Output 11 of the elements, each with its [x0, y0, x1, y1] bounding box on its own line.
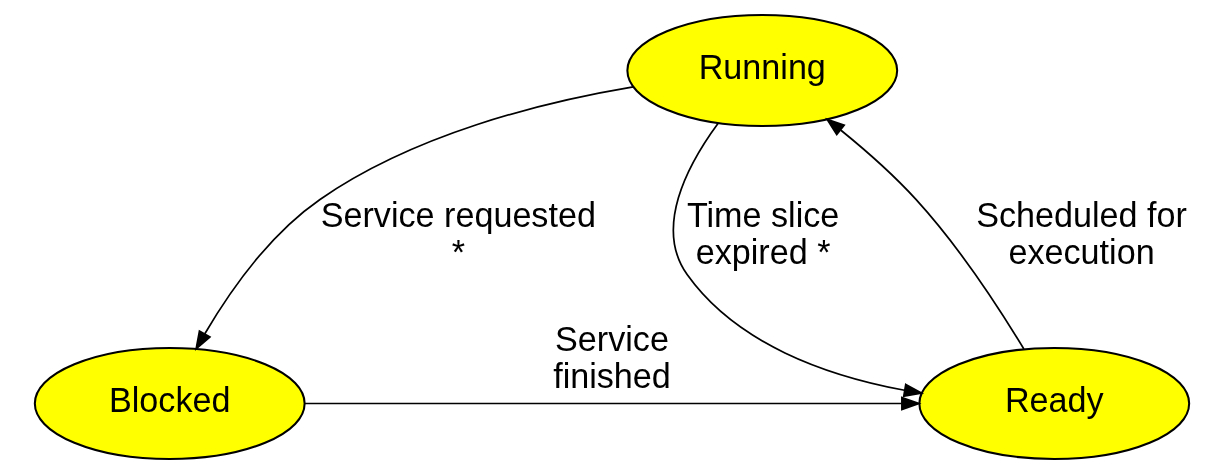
- edge-label: Scheduled for execution: [975, 195, 1187, 272]
- arrow: [824, 117, 1025, 350]
- edge-label: Time slice expired *: [686, 195, 839, 272]
- edge-label: Service finished: [552, 319, 671, 396]
- node-ellipse: Ready: [917, 346, 1190, 460]
- node-ellipse: Blocked: [33, 346, 306, 460]
- arrow: [194, 86, 634, 352]
- node-ellipse: Running: [625, 14, 898, 128]
- arrow: [672, 122, 924, 398]
- edge-label: Service requested *: [320, 195, 596, 272]
- arrow: [303, 396, 922, 411]
